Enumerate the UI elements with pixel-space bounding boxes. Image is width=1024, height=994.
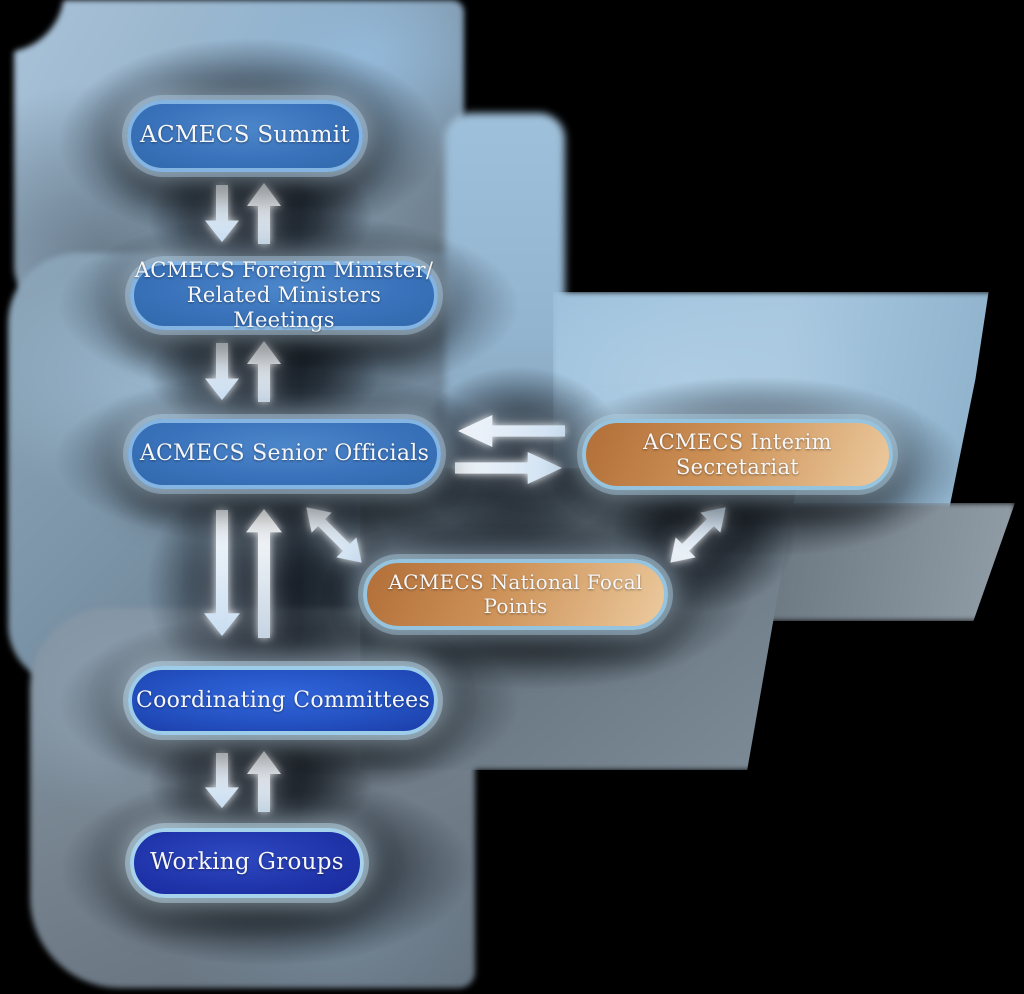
arrow-down-icon: [205, 753, 239, 809]
node-acmecs-senior-officials: ACMECS Senior Officials: [128, 419, 441, 489]
node-acmecs-summit: ACMECS Summit: [127, 100, 363, 172]
arrow-up-icon: [247, 341, 281, 402]
node-working-groups: Working Groups: [130, 828, 364, 898]
arrow-up-icon: [247, 183, 281, 244]
node-label-line1: ACMECS Foreign Minister/: [134, 258, 434, 283]
arrow-right-icon: [455, 451, 563, 485]
node-label-line2: Related Ministers Meetings: [186, 283, 382, 332]
arrow-down-icon: [205, 343, 239, 401]
arrow-up-icon: [247, 751, 281, 812]
node-label: ACMECS Interim Secretariat: [643, 429, 832, 479]
node-label: ACMECS Summit: [140, 122, 350, 149]
node-label: ACMECS National Focal Points: [388, 569, 643, 618]
node-acmecs-interim-secretariat: ACMECS Interim Secretariat: [582, 419, 893, 490]
node-coordinating-committees: Coordinating Committees: [128, 666, 438, 735]
double-arrow-diagonal-icon: [306, 507, 362, 563]
node-label: Coordinating Committees: [135, 687, 431, 713]
double-arrow-diagonal-icon: [670, 507, 726, 563]
arrow-left-icon: [457, 414, 565, 448]
arrow-down-icon: [205, 185, 239, 243]
arrow-up-icon: [246, 509, 282, 638]
node-label: Working Groups: [150, 849, 344, 876]
arrow-down-icon: [204, 510, 240, 637]
node-label: ACMECS Senior Officials: [139, 441, 430, 467]
node-acmecs-national-focal-points: ACMECS National Focal Points: [363, 559, 668, 630]
node-acmecs-foreign-ministers: ACMECS Foreign Minister/ Related Ministe…: [130, 258, 438, 332]
